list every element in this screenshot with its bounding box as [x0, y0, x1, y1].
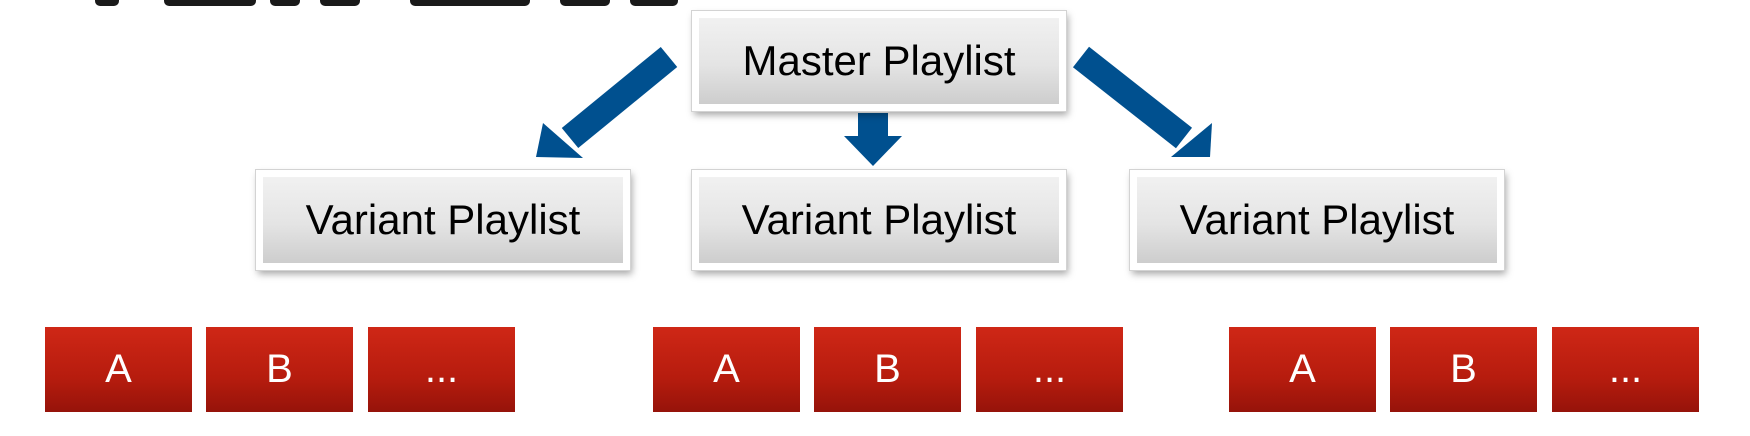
- segment-label: A: [1289, 347, 1316, 391]
- variant-playlist-box-3: Variant Playlist: [1130, 170, 1504, 270]
- segment-group-1-a: A: [45, 327, 192, 412]
- segment-label: ...: [424, 347, 459, 391]
- segment-label: B: [874, 347, 901, 391]
- segment-group-3-b: B: [1390, 327, 1537, 412]
- variant-playlist-box-2: Variant Playlist: [692, 170, 1066, 270]
- segment-label: ...: [1608, 347, 1643, 391]
- arrow-to-variant-left: [536, 46, 678, 158]
- segment-label: ...: [1032, 347, 1067, 391]
- variant-playlist-label: Variant Playlist: [305, 196, 581, 243]
- segment-label: B: [266, 347, 293, 391]
- segment-label: B: [1450, 347, 1477, 391]
- variant-playlist-label: Variant Playlist: [741, 196, 1017, 243]
- segment-group-2-b: B: [814, 327, 961, 412]
- segment-group-3-more: ...: [1552, 327, 1699, 412]
- master-playlist-box: Master Playlist: [692, 11, 1066, 111]
- segment-label: A: [105, 347, 132, 391]
- segment-group-2-a: A: [653, 327, 800, 412]
- segment-group-1-b: B: [206, 327, 353, 412]
- arrow-to-variant-center: [844, 113, 902, 166]
- segment-group-2-more: ...: [976, 327, 1123, 412]
- variant-playlist-label: Variant Playlist: [1179, 196, 1455, 243]
- arrow-to-variant-right: [1072, 46, 1212, 157]
- segment-group-3-a: A: [1229, 327, 1376, 412]
- variant-playlist-box-1: Variant Playlist: [256, 170, 630, 270]
- master-playlist-label: Master Playlist: [742, 37, 1016, 84]
- segment-group-1-more: ...: [368, 327, 515, 412]
- clipped-title-remnant: [0, 0, 740, 8]
- segment-label: A: [713, 347, 740, 391]
